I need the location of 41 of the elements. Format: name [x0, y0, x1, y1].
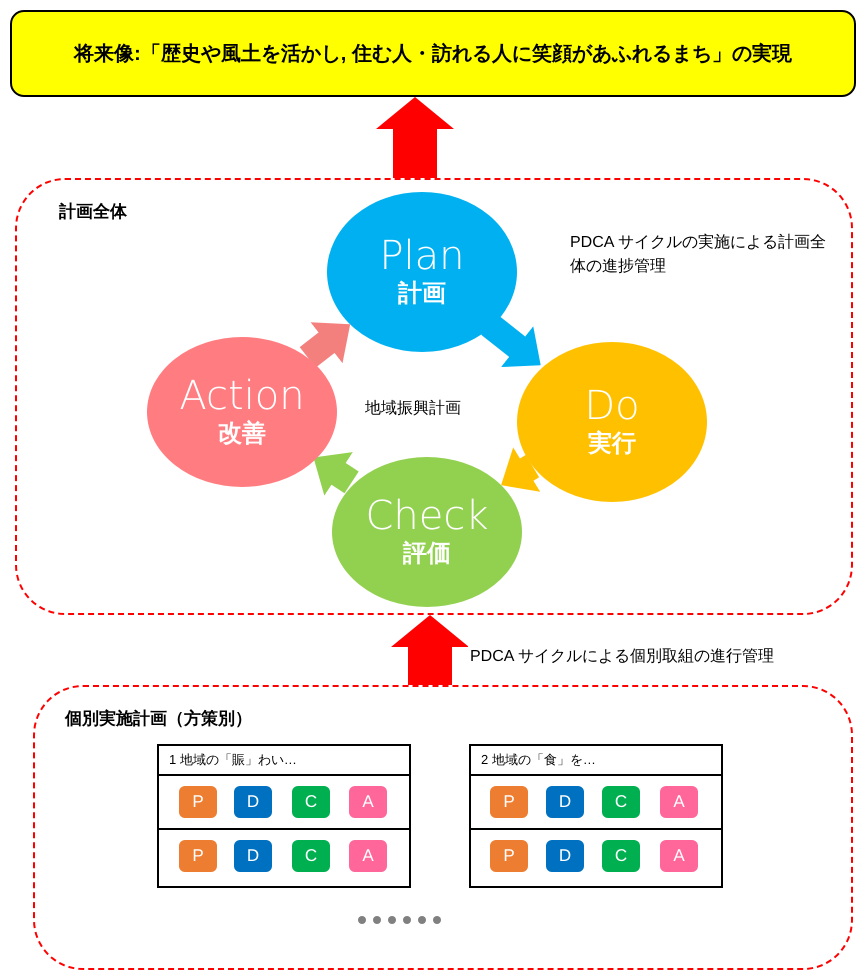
arrow	[376, 97, 454, 178]
arrow	[300, 322, 350, 368]
arrow	[481, 314, 541, 368]
stage-name: Plan	[379, 235, 465, 277]
note-text: PDCA サイクルの実施による計画全体の進捗管理	[570, 232, 828, 277]
vision-banner: 将来像:「歴史や風土を活かし, 住む人・訪れる人に笑顔があふれるまち」の実現	[10, 10, 856, 97]
pdca-badge: D	[234, 786, 272, 818]
pdca-badge: P	[490, 840, 528, 872]
stage-label: 実行	[588, 429, 636, 459]
table-heading: 1 地域の「賑」わい…	[169, 751, 297, 769]
stage-label: 評価	[403, 539, 451, 569]
pdca-badge: A	[660, 786, 698, 818]
dashed-group-frame	[15, 178, 853, 615]
pdca-badge: C	[292, 786, 330, 818]
pdca-badge: P	[179, 786, 217, 818]
measure-table	[157, 744, 411, 888]
pdca-badge: C	[602, 786, 640, 818]
center-label: 地域振興計画	[365, 398, 461, 419]
stage-label: 計画	[398, 279, 446, 309]
pdca-badge: C	[292, 840, 330, 872]
pdca-badge: A	[660, 840, 698, 872]
pdca-badge: D	[546, 840, 584, 872]
pdca-badge: A	[349, 786, 387, 818]
table-heading: 2 地域の「食」を…	[481, 751, 596, 769]
measure-table	[469, 744, 723, 888]
pdca-badge: D	[234, 840, 272, 872]
pdca-badge: P	[179, 840, 217, 872]
group-heading: 計画全体	[59, 201, 127, 223]
group-heading: 個別実施計画（方策別）	[65, 708, 252, 730]
arrow	[313, 452, 359, 496]
dashed-group-frame	[33, 685, 853, 970]
pdca-badge: C	[602, 840, 640, 872]
arrow	[501, 447, 540, 492]
pdca-badge: P	[490, 786, 528, 818]
pdca-badge: D	[546, 786, 584, 818]
stage-label: 改善	[218, 418, 266, 449]
stage-name: Action	[179, 375, 305, 417]
arrow	[391, 615, 469, 685]
stage-name: Check	[365, 495, 489, 537]
stage-name: Do	[584, 385, 640, 427]
pdca-badge: A	[349, 840, 387, 872]
